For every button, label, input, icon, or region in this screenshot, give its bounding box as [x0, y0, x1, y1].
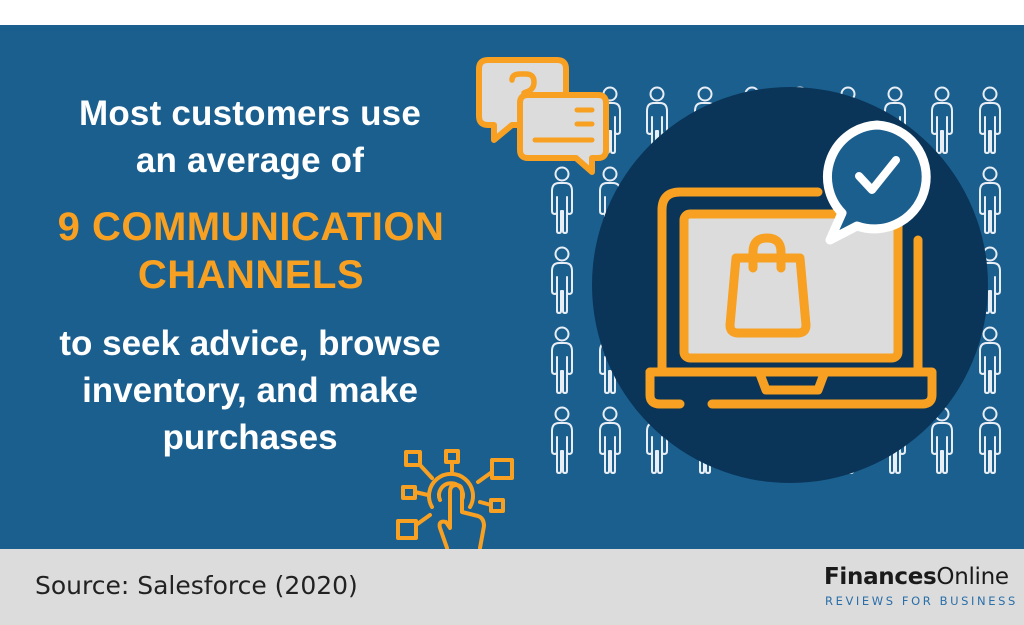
- top-margin: [0, 0, 1024, 25]
- brand-name: FinancesOnline: [824, 564, 1009, 590]
- text-chat-bubble-icon: [517, 92, 609, 175]
- laptop-icon: [645, 187, 937, 409]
- hero-line-1: 9 COMMUNICATION: [57, 205, 445, 249]
- lead-line-1: Most customers use: [78, 94, 422, 133]
- brand-name-regular: Online: [936, 564, 1009, 590]
- tail-line-2: inventory, and make: [82, 371, 418, 410]
- hero-line-2: CHANNELS: [137, 253, 365, 297]
- hero-stat: 9 COMMUNICATION CHANNELS: [0, 203, 502, 299]
- lead-text: Most customers use an average of: [0, 90, 500, 184]
- tail-line-3: purchases: [162, 418, 338, 457]
- tail-text: to seek advice, browse inventory, and ma…: [0, 320, 500, 461]
- brand-tagline: REVIEWS FOR BUSINESS: [825, 594, 1018, 608]
- brand-logo[interactable]: FinancesOnline REVIEWS FOR BUSINESS: [742, 560, 1015, 616]
- tail-line-1: to seek advice, browse: [59, 324, 441, 363]
- footer-bar: [0, 549, 1024, 625]
- check-speech-bubble-icon: [823, 120, 931, 245]
- brand-name-bold: Finances: [824, 564, 937, 590]
- shopping-bag-icon: [725, 233, 811, 338]
- touch-network-icon: [396, 449, 514, 549]
- source-citation: Source: Salesforce (2020): [35, 571, 358, 600]
- lead-line-2: an average of: [135, 141, 365, 180]
